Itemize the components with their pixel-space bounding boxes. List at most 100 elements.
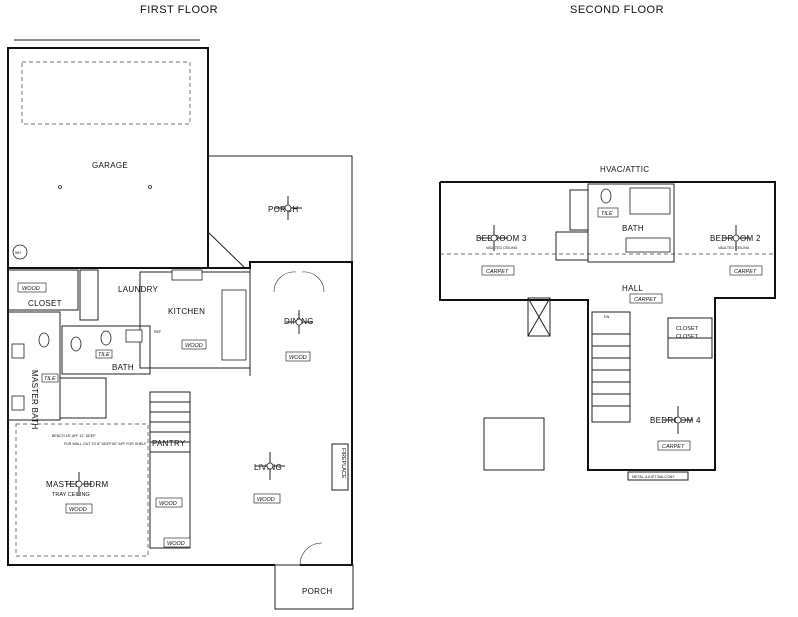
bedroom3-carpet-tag <box>481 265 515 276</box>
bedroom3-carpet-label: CARPET <box>486 269 509 275</box>
closet-label: CLOSET <box>28 299 62 308</box>
light-fixture <box>148 185 152 189</box>
kitchen-label: KITCHEN <box>168 307 205 316</box>
bench-note: BENCH 18" AFF 12" DEEP <box>52 434 96 438</box>
bath-label: BATH <box>112 363 134 372</box>
first-floor-plan: GARAGE WH PORCH WOOD CLOSET LAUNDRY KITC… <box>7 39 354 610</box>
bedroom2-carpet-label: CARPET <box>734 269 757 275</box>
toilet-icon <box>600 188 612 204</box>
bedroom2-carpet-tag <box>729 265 763 276</box>
garage-walls <box>7 47 209 269</box>
tray-ceiling-label: TRAY CEILING <box>52 492 90 498</box>
closet-b-label: CLOSET <box>676 334 699 340</box>
second-floor-title: SECOND FLOOR <box>570 4 664 16</box>
bath-walls <box>61 325 151 375</box>
rear-porch-label: PORCH <box>268 205 298 214</box>
range-hood-icon <box>171 269 203 281</box>
upper-bath-label: BATH <box>622 224 644 233</box>
hall-wood-tag <box>163 537 191 548</box>
second-floor-plan: HVAC/ATTIC BEDROOM 3 VAULTED CEILING CAR… <box>439 165 776 481</box>
upper-bath-tile-label: TILE <box>601 211 613 217</box>
kitchen-wood-tag <box>181 339 207 350</box>
closet-a-label: CLOSET <box>676 326 699 332</box>
living-wood-label: WOOD <box>257 497 275 503</box>
attic-access <box>527 297 551 337</box>
second-floor-outer-walls <box>439 181 776 471</box>
ceiling-fan-icon <box>255 452 285 480</box>
kitchen-wood-label: WOOD <box>185 343 203 349</box>
toilet-icon <box>38 332 50 348</box>
master-bath-tile-label: TILE <box>44 376 56 382</box>
dining-wood-tag <box>285 351 311 362</box>
pantry-label: PANTRY <box>152 439 186 448</box>
upper-bath-tile-tag <box>597 207 619 218</box>
ceiling-fan-icon <box>286 310 312 334</box>
dining-wood-label: WOOD <box>289 355 307 361</box>
rear-porch-outline <box>208 155 353 268</box>
fireplace-label: FIREPLACE <box>340 448 346 479</box>
small-closet <box>569 189 589 231</box>
toilet-icon <box>70 336 82 352</box>
front-porch-label: PORCH <box>302 587 332 596</box>
hvac-label: HVAC/ATTIC <box>600 165 649 174</box>
ceiling-fan-icon <box>66 472 92 496</box>
fireplace-box <box>331 443 349 491</box>
water-heater-icon <box>12 244 28 260</box>
bath-tile-label: TILE <box>98 352 110 358</box>
hall-label: HALL <box>622 284 643 293</box>
closet-wood-tag <box>17 282 47 293</box>
sink-icon <box>11 395 25 411</box>
bedroom4-carpet-label: CARPET <box>662 444 685 450</box>
ceiling-fan-icon <box>663 406 693 434</box>
water-heater-label: WH <box>15 251 21 255</box>
closet-b-walls <box>667 337 713 359</box>
closet-walls <box>7 269 79 311</box>
sink-icon <box>11 343 25 359</box>
vanity-icon <box>625 237 671 253</box>
stair-treads <box>150 401 190 453</box>
tray-ceiling-outline <box>15 423 149 557</box>
shower-walls <box>59 377 107 419</box>
master-bath-tile-tag <box>41 373 59 383</box>
living-wood-tag <box>253 493 281 504</box>
bathtub-icon <box>629 187 671 215</box>
juliet-balcony-label: METAL JULIET BALCONY <box>632 475 675 479</box>
hall-carpet-label: CARPET <box>634 297 657 303</box>
upper-stair-outline <box>591 311 631 423</box>
first-floor-title: FIRST FLOOR <box>140 4 218 16</box>
front-door <box>299 542 323 566</box>
rear-porch-angle <box>207 231 246 269</box>
ceiling-fan-icon <box>722 225 750 251</box>
pantry-wood-label: WOOD <box>159 501 177 507</box>
ceiling-fan-icon <box>480 225 508 251</box>
garage-door-outline <box>21 61 191 125</box>
fur-wall-note: FUR WALL OUT TO 8" DEEP 60" AFF FOR SHEL… <box>64 442 147 446</box>
master-wood-tag <box>65 503 93 514</box>
garage-label: GARAGE <box>92 161 128 170</box>
pantry-wood-tag <box>155 497 183 508</box>
kitchen-island <box>221 289 247 361</box>
linen-closet <box>555 231 589 261</box>
laundry-closet <box>79 269 99 321</box>
sink-icon <box>125 329 143 343</box>
bedroom2-vaulted: VAULTED CEILING <box>718 246 750 250</box>
ceiling-fan-icon <box>274 196 302 220</box>
refrigerator-label: REF <box>154 330 162 334</box>
light-fixture <box>58 185 62 189</box>
hall-wood-label: WOOD <box>167 541 185 547</box>
bedroom4-carpet-tag <box>657 440 691 451</box>
master-bath-label: MASTER BATH <box>30 370 39 430</box>
dining-french-doors <box>273 271 325 293</box>
front-porch-outline <box>274 564 354 610</box>
bath-tile-tag <box>95 349 113 359</box>
bedroom3-vaulted: VAULTED CEILING <box>486 246 518 250</box>
roof-cricket-outline <box>483 417 545 471</box>
juliet-balcony <box>627 471 689 481</box>
stair-outline <box>149 391 191 549</box>
master-bath-walls <box>7 311 61 421</box>
toilet-icon <box>100 330 112 346</box>
upper-stair-treads <box>592 333 630 407</box>
closet-wood-label: WOOD <box>22 286 40 292</box>
